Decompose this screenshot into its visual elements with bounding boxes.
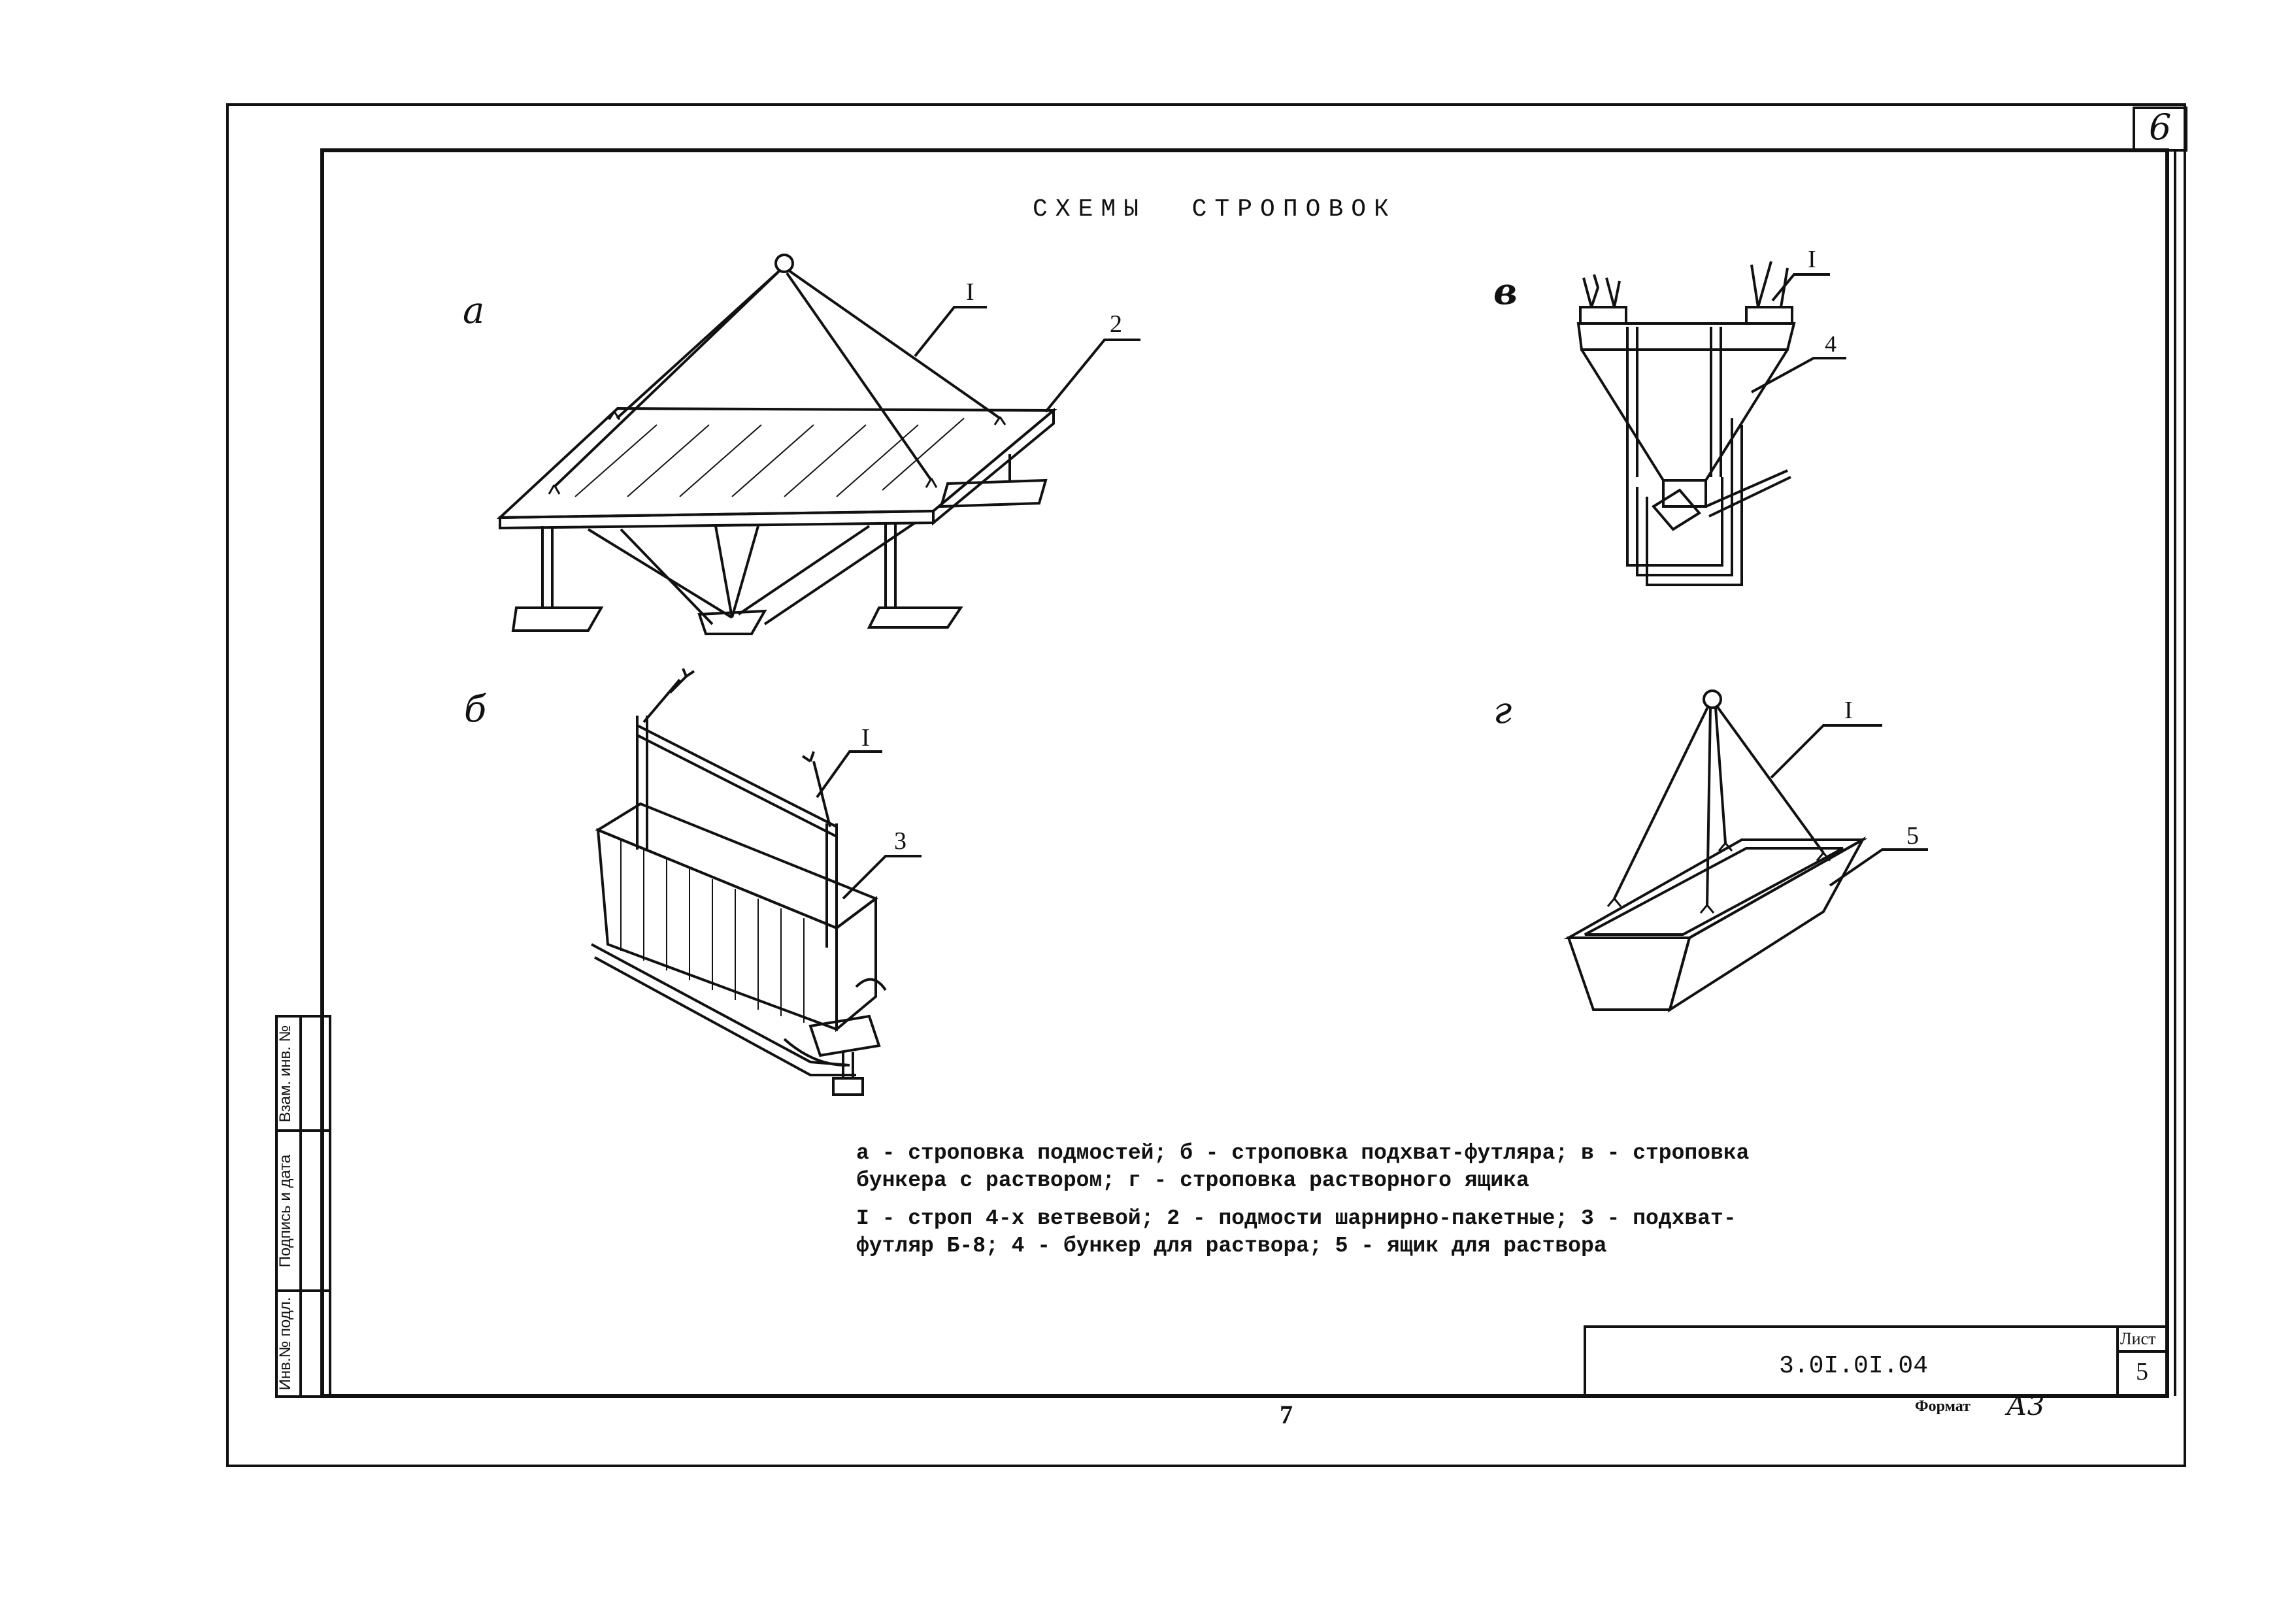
side-label-vzam-inv: Взам. инв. № <box>276 1025 294 1123</box>
callout-b-3: 3 <box>894 827 906 855</box>
format-value: А3 <box>2006 1389 2045 1421</box>
callout-a-1: I <box>966 278 974 306</box>
callout-2-leader <box>1044 339 1140 413</box>
callout-4-leader <box>1751 357 1846 393</box>
outer-frame <box>226 103 2186 1467</box>
figure-g-mortar-box <box>1563 689 1928 1013</box>
figure-v-hopper <box>1576 261 1846 586</box>
inner-frame <box>320 148 2169 1398</box>
lifting-hook-ring <box>774 254 794 273</box>
callout-g-5: 5 <box>1906 822 1919 850</box>
callout-3-leader <box>842 855 922 900</box>
format-label: Формат <box>1915 1398 1970 1415</box>
side-label-inv-podl: Инв.№ подл. <box>276 1297 294 1391</box>
callout-1-leader <box>816 750 882 799</box>
title-block-lines <box>1584 1325 2169 1397</box>
figure-b-letter: б <box>464 688 487 731</box>
callout-g-1: I <box>1844 697 1853 724</box>
callout-v-4: 4 <box>1825 331 1837 357</box>
sheet-number: 5 <box>2136 1358 2148 1385</box>
caption-line-1: а - строповка подмостей; б - строповка п… <box>856 1141 1750 1165</box>
caption-line-2: бункера с раствором; г - строповка раств… <box>856 1168 1529 1193</box>
figure-b-carrier <box>591 668 922 1096</box>
caption-line-3: I - строп 4-х ветвевой; 2 - подмости шар… <box>856 1206 1737 1231</box>
page-number: 7 <box>1280 1400 1293 1429</box>
doc-code: 3.0I.0I.04 <box>1779 1352 1929 1380</box>
callout-1-leader <box>914 306 987 357</box>
figure-a-scaffold <box>496 254 1140 635</box>
side-label-signature-date: Подпись и дата <box>276 1154 294 1268</box>
side-stamp-grid <box>275 1015 331 1398</box>
callout-5-leader <box>1829 848 1928 887</box>
page-title: СХЕМЫ СТРОПОВОК <box>1033 195 1397 224</box>
callout-1-leader <box>1771 273 1830 302</box>
callout-b-1: I <box>861 724 870 752</box>
sheet-label: Лист <box>2120 1329 2156 1348</box>
caption-line-4: футляр Б-8; 4 - бункер для раствора; 5 -… <box>856 1234 1607 1258</box>
figure-g-letter: г <box>1493 689 1512 732</box>
corner-sheet-mark: 6 <box>2149 107 2172 148</box>
figure-a-letter: а <box>463 290 485 332</box>
figure-v-letter: в <box>1493 270 1518 313</box>
lifting-hook-ring <box>1703 689 1722 709</box>
callout-v-1: I <box>1808 246 1816 273</box>
callout-a-2: 2 <box>1110 310 1122 338</box>
callout-1-leader <box>1770 724 1882 779</box>
corner-sheet-box <box>2133 107 2187 152</box>
